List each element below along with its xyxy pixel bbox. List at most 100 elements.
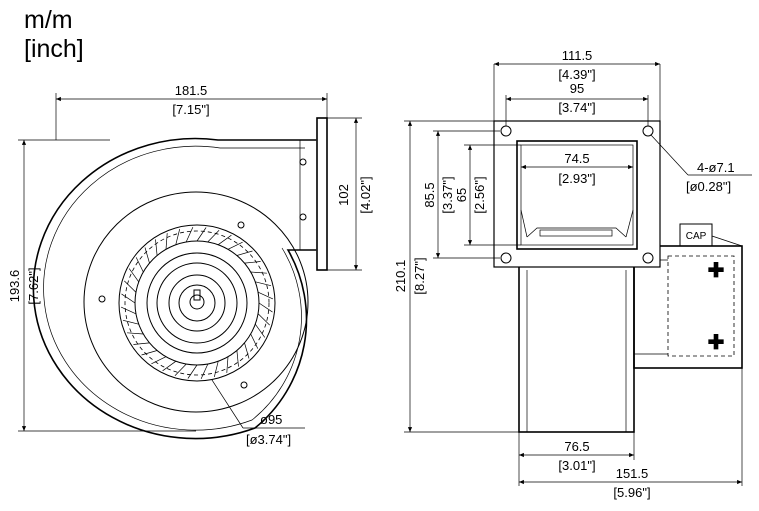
scroll-housing-inner-line [43, 145, 305, 431]
side-height-mm: 193.6 [7, 270, 22, 303]
capacitor-inner [667, 255, 735, 357]
wheel-blade [217, 234, 232, 245]
hole-spacing-mm: 95 [570, 81, 584, 96]
mount-hole-2 [98, 295, 106, 303]
terminal-top: ✚ [708, 260, 725, 282]
side-width-in: [7.15"] [172, 102, 209, 117]
shaft-key [193, 289, 201, 301]
scroll-housing-outline [32, 137, 316, 440]
wheel-blade [165, 233, 168, 250]
opening-left-rib [520, 209, 528, 238]
mount-hole-1 [237, 221, 245, 229]
wheel-blade [244, 261, 261, 264]
wheel-blade [257, 313, 270, 326]
wheel-top-edge [526, 227, 627, 238]
wheel-blade [122, 319, 139, 325]
holes-leader [650, 134, 689, 176]
wheel-blade [207, 230, 220, 243]
outlet-opening [516, 140, 638, 250]
wheel-blade [155, 239, 158, 256]
mount-hole-3 [240, 381, 248, 389]
opening-right-rib [625, 209, 634, 238]
cap-wire [711, 235, 743, 247]
wheel-blade [144, 247, 150, 264]
wheel-blade [236, 250, 253, 256]
body-width-in: [3.01"] [558, 458, 595, 473]
total-width-mm: 151.5 [616, 466, 649, 481]
wheel-blade [255, 323, 266, 338]
flange-hole-bottom [299, 213, 307, 221]
wheel-blade [257, 291, 274, 300]
wheel-outer-circle [118, 224, 276, 382]
wheel-dia-in: [ø3.74"] [246, 432, 291, 447]
units-metric-label: m/m [24, 6, 73, 34]
wheel-blade [151, 356, 167, 365]
hub-ring-4 [178, 284, 216, 322]
opening-height-mm: 65 [454, 188, 469, 202]
hub-ring-2 [156, 262, 238, 344]
motor-plate-circle [83, 191, 309, 413]
wheel-blade [185, 226, 194, 243]
wheel-blade [162, 361, 177, 372]
flange-height-in: [3.37"] [440, 176, 455, 213]
wheel-blade [213, 361, 219, 378]
wheel-blade [258, 302, 273, 313]
wheel-blade [200, 363, 209, 380]
wheel-blade [226, 356, 229, 373]
units-imperial-label: [inch] [24, 35, 84, 63]
terminal-bottom: ✚ [708, 332, 725, 354]
wheel-blade [236, 350, 239, 367]
front-view: ✚ ✚ CAP 111.5 [4.39"] 95 [3.74"] 74.5 [ [393, 48, 752, 500]
wheel-blade [121, 293, 136, 304]
wheel-slot [539, 229, 613, 237]
wheel-blade [135, 257, 144, 273]
holes-in: [ø0.28"] [686, 179, 731, 194]
wheel-blade [127, 332, 144, 335]
wheel-dia-leader [211, 379, 244, 429]
wheel-blade [133, 342, 150, 345]
side-height-in: [7.62"] [26, 267, 41, 304]
wheel-blades [120, 226, 274, 380]
flange-hole-bl [500, 252, 512, 264]
side-outlet-in: [4.02"] [358, 176, 373, 213]
wheel-inner-circle [134, 240, 260, 366]
cap-label-box [679, 223, 713, 247]
hub-ring-3 [168, 274, 226, 332]
opening-height-in: [2.56"] [472, 176, 487, 213]
total-height-mm: 210.1 [393, 260, 408, 293]
wheel-blade [141, 350, 158, 356]
wheel-blade [124, 280, 137, 293]
outlet-neck [299, 139, 318, 251]
hole-spacing-in: [3.74"] [558, 100, 595, 115]
wheel-dia-mm: ø95 [260, 412, 282, 427]
motor-body [518, 249, 635, 433]
flange-hole-top [299, 158, 307, 166]
side-outlet-mm: 102 [336, 184, 351, 206]
wheel-blade [174, 363, 187, 376]
flange-width-mm: 111.5 [562, 48, 593, 63]
opening-width-mm: 74.5 [564, 151, 589, 166]
body-width-mm: 76.5 [564, 439, 589, 454]
wheel-blade [175, 228, 181, 245]
outlet-opening-inner [520, 144, 634, 246]
side-width-mm: 181.5 [175, 83, 208, 98]
wheel-blade [120, 306, 137, 315]
shaft-circle [189, 294, 205, 310]
flange-height-mm: 85.5 [422, 182, 437, 207]
cap-label: CAP [686, 231, 707, 242]
flange-hole-br [642, 252, 654, 264]
hub-ring-1 [146, 252, 248, 354]
wheel-blade [227, 241, 243, 250]
wheel-blade-ring [124, 230, 270, 376]
outlet-flange [316, 117, 328, 271]
holes-mm: 4-ø7.1 [697, 160, 735, 175]
wheel-blade [255, 281, 272, 287]
wheel-blade [196, 227, 207, 242]
flange-width-in: [4.39"] [558, 67, 595, 82]
wheel-blade [250, 271, 267, 274]
wheel-blade [250, 333, 259, 349]
total-height-in: [8.27"] [412, 257, 427, 294]
opening-width-in: [2.93"] [558, 171, 595, 186]
total-width-in: [5.96"] [613, 485, 650, 500]
